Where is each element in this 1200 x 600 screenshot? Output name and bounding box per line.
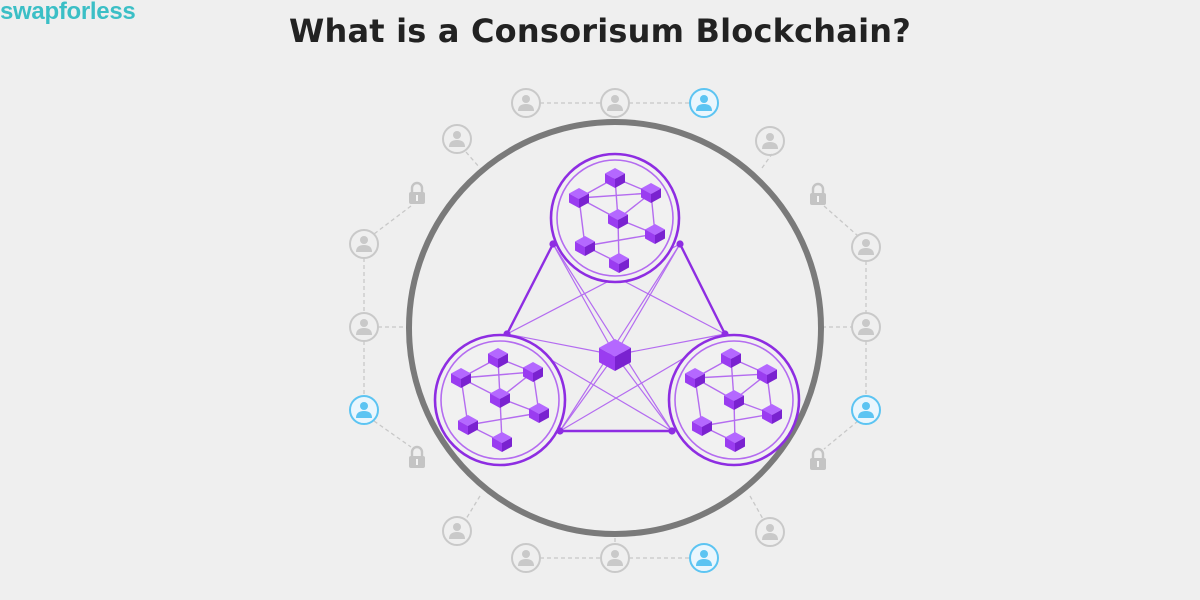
block-link <box>578 192 652 199</box>
triangle-edge <box>678 243 727 335</box>
block-link <box>584 233 656 247</box>
central-link <box>506 333 616 356</box>
brand-logo: swapforless <box>0 0 136 25</box>
block-cube-icon <box>645 224 665 244</box>
dashed-link <box>749 495 764 520</box>
triangle-edge <box>505 243 555 335</box>
active-user-icon <box>689 88 719 118</box>
block-cube-icon <box>490 388 510 408</box>
block-cube-icon <box>609 253 629 273</box>
block-cube-icon <box>685 368 705 388</box>
block-cube-icon <box>529 403 549 423</box>
user-icon <box>349 312 379 342</box>
lock-icon <box>409 445 425 468</box>
central-link <box>614 333 726 356</box>
block-cube-icon <box>725 432 745 452</box>
user-icon <box>511 88 541 118</box>
cluster-right <box>667 333 801 467</box>
block-cube-icon <box>724 390 744 410</box>
lock-icon <box>409 181 425 204</box>
block-cube-icon <box>641 183 661 203</box>
cluster-top <box>549 152 681 284</box>
central-link <box>614 243 681 356</box>
active-user-icon <box>689 543 719 573</box>
dashed-link <box>373 205 412 235</box>
block-cube-icon <box>575 236 595 256</box>
user-icon <box>511 543 541 573</box>
block-cube-icon <box>451 368 471 388</box>
central-link <box>614 354 673 432</box>
user-icon <box>755 517 785 547</box>
block-cube-icon <box>458 415 478 435</box>
block-cube-icon <box>492 432 512 452</box>
lock-icon <box>810 447 826 470</box>
block-cube-icon <box>721 348 741 368</box>
mesh-link <box>559 243 681 432</box>
dashed-link <box>373 420 412 448</box>
block-cube-icon <box>608 209 628 229</box>
dashed-connections <box>363 102 867 559</box>
cluster-left <box>433 333 567 467</box>
user-icon <box>600 88 630 118</box>
block-cube-icon <box>488 348 508 368</box>
mesh-link <box>552 243 673 432</box>
link-dot <box>668 427 676 435</box>
page-title: What is a Consorisum Blockchain? <box>289 12 911 50</box>
user-icon <box>442 516 472 546</box>
block-link <box>694 373 768 379</box>
block-cube-icon <box>692 416 712 436</box>
cluster-inner-ring <box>556 159 674 277</box>
user-icon <box>442 124 472 154</box>
block-cube-icon <box>605 168 625 188</box>
dashed-link <box>465 151 481 169</box>
user-icon <box>755 126 785 156</box>
dashed-link <box>823 420 859 450</box>
block-link <box>467 412 540 426</box>
cluster-inner-ring <box>674 340 794 460</box>
user-icon <box>851 232 881 262</box>
dashed-link <box>465 495 481 520</box>
block-link <box>460 371 534 379</box>
block-cube-icon <box>523 362 543 382</box>
user-icon <box>349 229 379 259</box>
cluster-inner-ring <box>440 340 560 460</box>
block-link <box>701 413 773 427</box>
block-cube-icon <box>757 364 777 384</box>
block-cube-icon <box>569 188 589 208</box>
block-cube-icon <box>762 404 782 424</box>
peripheral-participants <box>349 88 881 573</box>
node-clusters <box>433 152 801 467</box>
user-icon <box>851 312 881 342</box>
consortium-boundary-ring <box>406 119 824 537</box>
central-link <box>552 243 616 356</box>
central-block-cube-icon <box>599 339 631 371</box>
dashed-link <box>823 205 859 237</box>
dashed-link <box>761 153 773 169</box>
active-user-icon <box>349 395 379 425</box>
active-user-icon <box>851 395 881 425</box>
lock-icon <box>810 182 826 205</box>
link-dot <box>676 240 684 248</box>
central-link <box>559 354 616 432</box>
central-block-icon <box>599 339 631 371</box>
user-icon <box>600 543 630 573</box>
